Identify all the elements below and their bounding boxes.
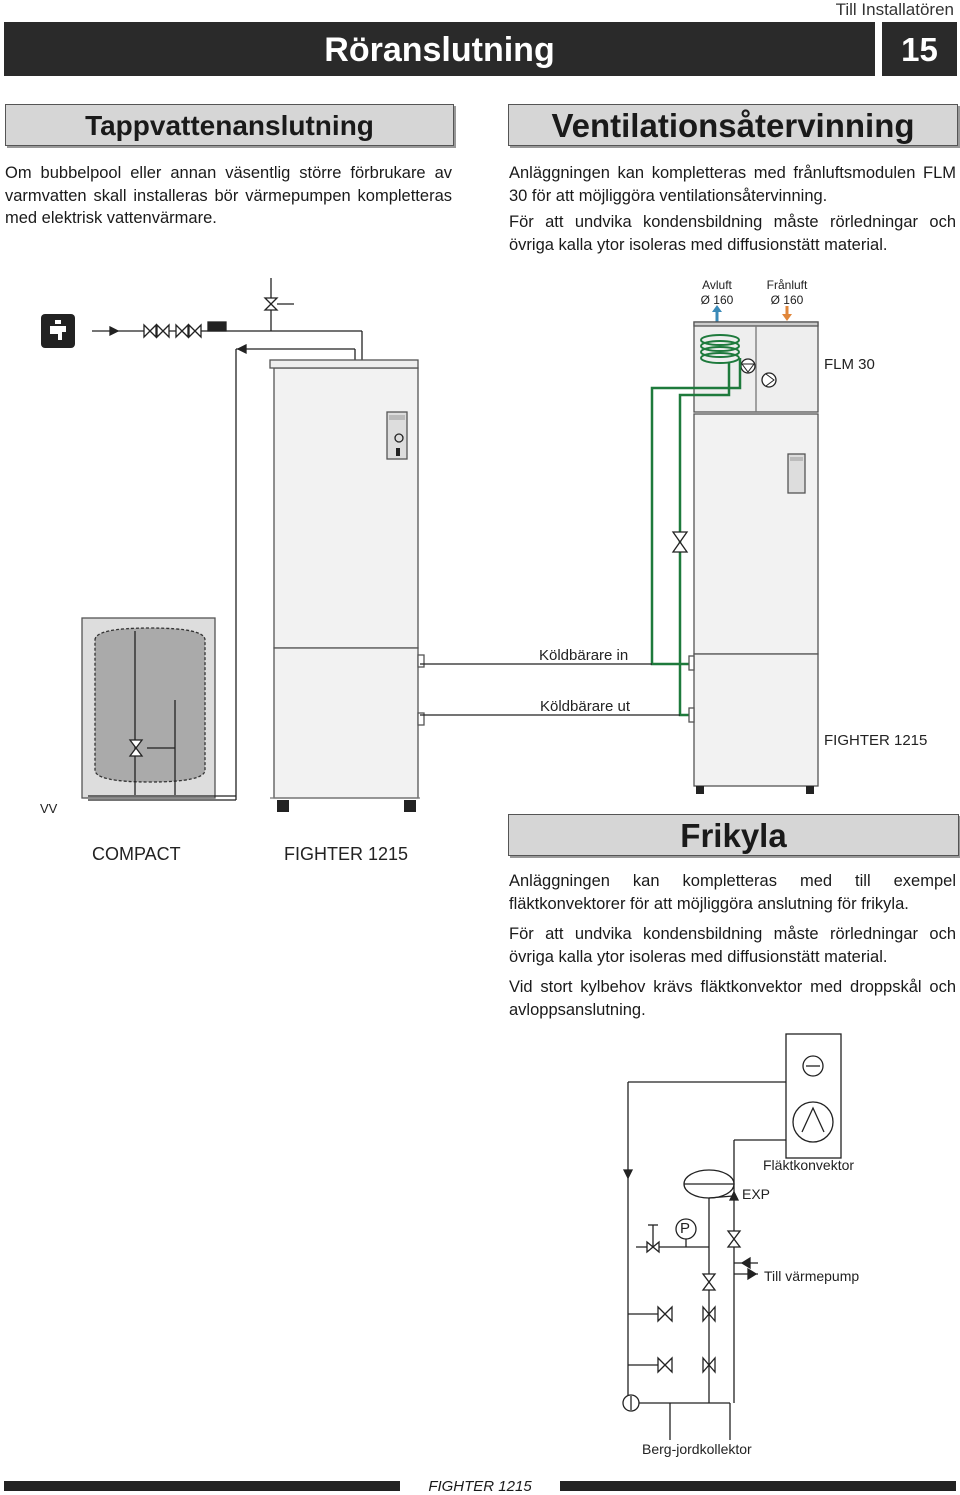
vv-label: VV: [40, 801, 58, 816]
frikyla-text-3: Vid stort kylbehov krävs fläktkonvektor …: [509, 978, 956, 1019]
flaktkonvektor-label: Fläktkonvektor: [763, 1157, 855, 1173]
footer-bar-right: [560, 1481, 956, 1491]
footer-text: FIGHTER 1215: [428, 1478, 532, 1495]
header-bar: [4, 22, 875, 76]
avluft-label: Avluft: [702, 278, 732, 292]
ventilation-text-1: Anläggningen kan kompletteras med frånlu…: [509, 164, 956, 205]
tap-water-diagram: [41, 278, 425, 812]
avluft-dim: Ø 160: [700, 293, 734, 307]
water-tap-icon: [41, 314, 75, 348]
tappvatten-heading: Tappvattenanslutning: [5, 104, 454, 146]
compact-label: COMPACT: [92, 844, 181, 864]
franluft-label: Frånluft: [766, 278, 808, 292]
exp-label: EXP: [742, 1186, 771, 1202]
koldbarare-in-label: Köldbärare in: [539, 647, 629, 664]
till-varmepump-label: Till värmepump: [764, 1268, 860, 1284]
frikyla-heading: Frikyla: [508, 814, 959, 856]
frikyla-text-1: Anläggningen kan kompletteras med till e…: [509, 872, 956, 913]
tappvatten-text: Om bubbelpool eller annan väsentlig stör…: [5, 164, 452, 227]
fighter-label-right: FIGHTER 1215: [824, 732, 928, 749]
ventilation-diagram: [420, 305, 819, 794]
frikyla-text-2: För att undvika kondensbildning måste rö…: [509, 925, 956, 966]
fighter-label-left: FIGHTER 1215: [284, 844, 409, 864]
ventilation-heading: Ventilationsåtervinning: [508, 104, 958, 146]
flm-label: FLM 30: [824, 356, 875, 373]
ventilation-text-2: För att undvika kondensbildning måste rö…: [509, 213, 956, 254]
koldbarare-ut-label: Köldbärare ut: [540, 698, 631, 715]
page-number: 15: [882, 22, 957, 76]
frikyla-diagram: [622, 1033, 842, 1440]
berg-jordkollektor-label: Berg-jordkollektor: [642, 1441, 752, 1457]
page-title: Röranslutning: [324, 31, 555, 69]
pressure-gauge-label: P: [680, 1220, 691, 1237]
franluft-dim: Ø 160: [770, 293, 804, 307]
section-label: Till Installatören: [835, 0, 954, 19]
footer-bar-left: [4, 1481, 400, 1491]
